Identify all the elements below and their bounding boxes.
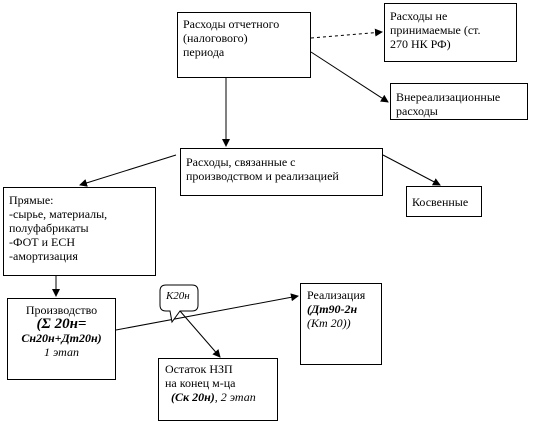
arrow-callout-to-wip xyxy=(179,310,221,358)
sales-title: Реализация xyxy=(307,288,366,302)
production-sigma: (Σ 20н= xyxy=(36,316,87,332)
wip-balance-box: Остаток НЗП на конец м-ца (Ск 20н), 2 эт… xyxy=(158,358,278,421)
sales-debit: (Дт90-2н xyxy=(307,302,358,316)
direct-expenses-box: Прямые: -сырье, материалы, полуфабрикаты… xyxy=(3,187,156,276)
arrow-production-sales-to-indirect xyxy=(382,154,441,186)
arrow-production-sales-to-direct xyxy=(79,154,177,187)
production-box: Производство (Σ 20н= Сн20н+Дт20н) 1 этап xyxy=(7,298,116,380)
non-operating-expenses-box: Внереализационные расходы xyxy=(390,83,528,120)
arrow-production-to-sales xyxy=(115,293,299,331)
non-deductible-expenses-box: Расходы не принимаемые (ст. 270 НК РФ) xyxy=(384,3,517,62)
sales-credit: (Кт 20)) xyxy=(307,316,351,330)
callout-label: К20н xyxy=(166,290,190,302)
indirect-expenses-box: Косвенные xyxy=(406,186,482,217)
production-formula: Сн20н+Дт20н) xyxy=(21,331,102,345)
production-sales-expenses-box: Расходы, связанные с производством и реа… xyxy=(180,148,383,196)
wip-stage: , 2 этап xyxy=(214,390,256,404)
arrow-period-to-non-deductible xyxy=(310,28,383,39)
wip-line2: на конец м-ца xyxy=(165,376,236,390)
sales-box: Реализация (Дт90-2н (Кт 20)) xyxy=(300,283,382,365)
production-title: Производство xyxy=(25,303,98,317)
arrow-period-to-non-operating xyxy=(310,51,389,103)
wip-account: (Ск 20н) xyxy=(171,390,215,404)
wip-line1: Остаток НЗП xyxy=(165,362,233,376)
period-expenses-box: Расходы отчетного (налогового) периода xyxy=(177,12,311,78)
production-stage: 1 этап xyxy=(44,345,79,359)
wip-account-line: (Ск 20н), 2 этап xyxy=(165,390,271,404)
